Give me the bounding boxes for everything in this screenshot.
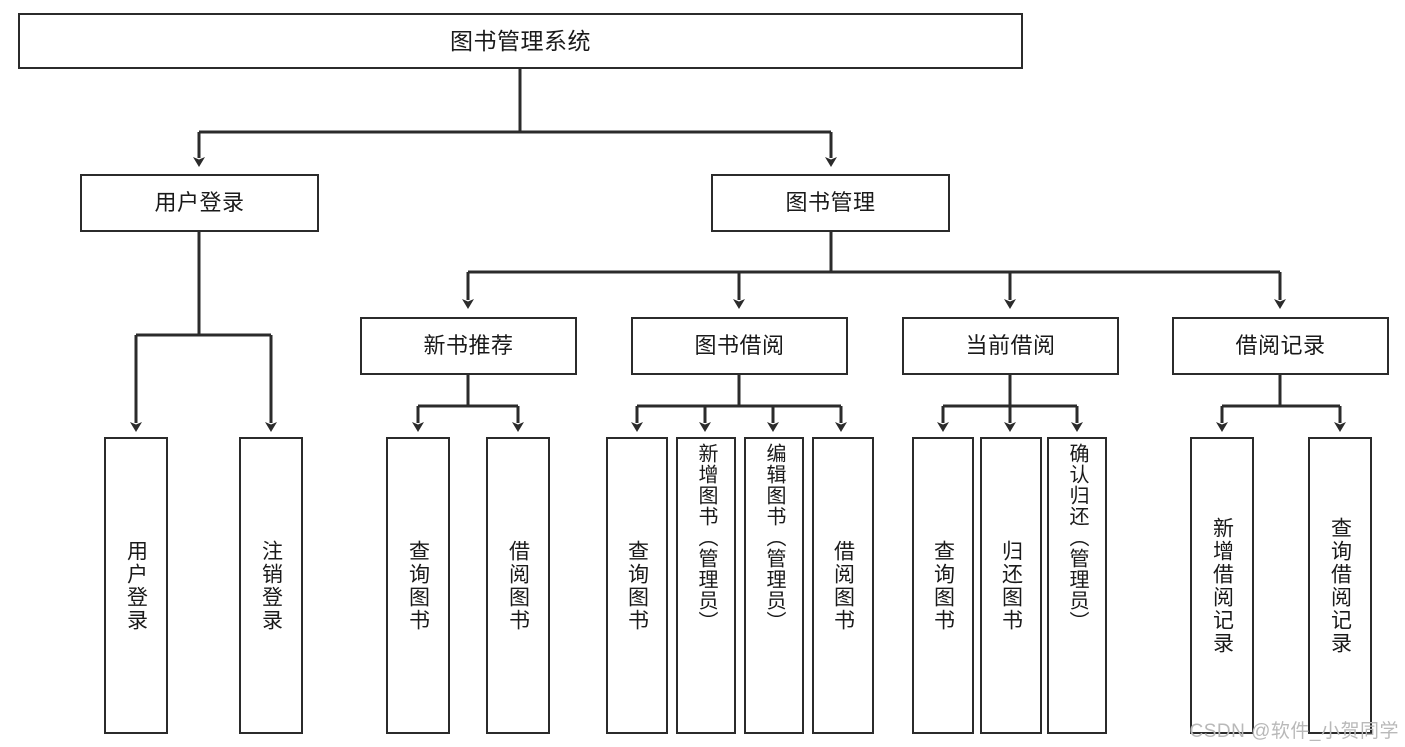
node-leaf-query-book-1-label: 查询图书: [406, 539, 430, 632]
node-leaf-user-login[interactable]: 用户登录: [104, 437, 168, 734]
node-leaf-return-book[interactable]: 归还图书: [980, 437, 1042, 734]
node-new-book-recommend-label: 新书推荐: [423, 333, 514, 359]
node-leaf-borrow-book-2-label: 借阅图书: [831, 539, 855, 632]
node-leaf-edit-book-label: 编辑图书（管理员）: [763, 443, 785, 632]
node-leaf-query-book-2[interactable]: 查询图书: [606, 437, 668, 734]
node-book-management[interactable]: 图书管理: [711, 174, 950, 232]
node-leaf-confirm-return[interactable]: 确认归还（管理员）: [1047, 437, 1107, 734]
node-current-borrow-label: 当前借阅: [965, 333, 1056, 359]
node-leaf-query-book-3-label: 查询图书: [931, 539, 955, 632]
node-leaf-edit-book[interactable]: 编辑图书（管理员）: [744, 437, 804, 734]
node-user-login[interactable]: 用户登录: [80, 174, 319, 232]
node-leaf-borrow-book-1[interactable]: 借阅图书: [486, 437, 550, 734]
node-leaf-add-book[interactable]: 新增图书（管理员）: [676, 437, 736, 734]
node-root[interactable]: 图书管理系统: [18, 13, 1023, 69]
node-leaf-query-book-1[interactable]: 查询图书: [386, 437, 450, 734]
node-leaf-return-book-label: 归还图书: [999, 539, 1023, 632]
node-book-borrow[interactable]: 图书借阅: [631, 317, 848, 375]
node-book-management-label: 图书管理: [785, 190, 876, 216]
node-leaf-add-book-label: 新增图书（管理员）: [695, 443, 717, 632]
node-current-borrow[interactable]: 当前借阅: [902, 317, 1119, 375]
node-leaf-query-record-label: 查询借阅记录: [1328, 516, 1352, 655]
csdn-watermark: CSDN @软件_小贺同学: [1189, 721, 1399, 742]
node-leaf-logout[interactable]: 注销登录: [239, 437, 303, 734]
node-leaf-user-login-label: 用户登录: [124, 539, 148, 632]
node-root-label: 图书管理系统: [450, 27, 591, 54]
node-leaf-query-book-3[interactable]: 查询图书: [912, 437, 974, 734]
node-leaf-logout-label: 注销登录: [259, 539, 283, 632]
node-new-book-recommend[interactable]: 新书推荐: [360, 317, 577, 375]
node-leaf-confirm-return-label: 确认归还（管理员）: [1066, 443, 1088, 632]
node-leaf-add-record-label: 新增借阅记录: [1210, 516, 1234, 655]
node-borrow-record-label: 借阅记录: [1235, 333, 1326, 359]
node-leaf-borrow-book-2[interactable]: 借阅图书: [812, 437, 874, 734]
node-leaf-borrow-book-1-label: 借阅图书: [506, 539, 530, 632]
node-leaf-query-record[interactable]: 查询借阅记录: [1308, 437, 1372, 734]
node-user-login-label: 用户登录: [154, 190, 245, 216]
node-leaf-query-book-2-label: 查询图书: [625, 539, 649, 632]
node-book-borrow-label: 图书借阅: [694, 333, 785, 359]
node-borrow-record[interactable]: 借阅记录: [1172, 317, 1389, 375]
node-leaf-add-record[interactable]: 新增借阅记录: [1190, 437, 1254, 734]
